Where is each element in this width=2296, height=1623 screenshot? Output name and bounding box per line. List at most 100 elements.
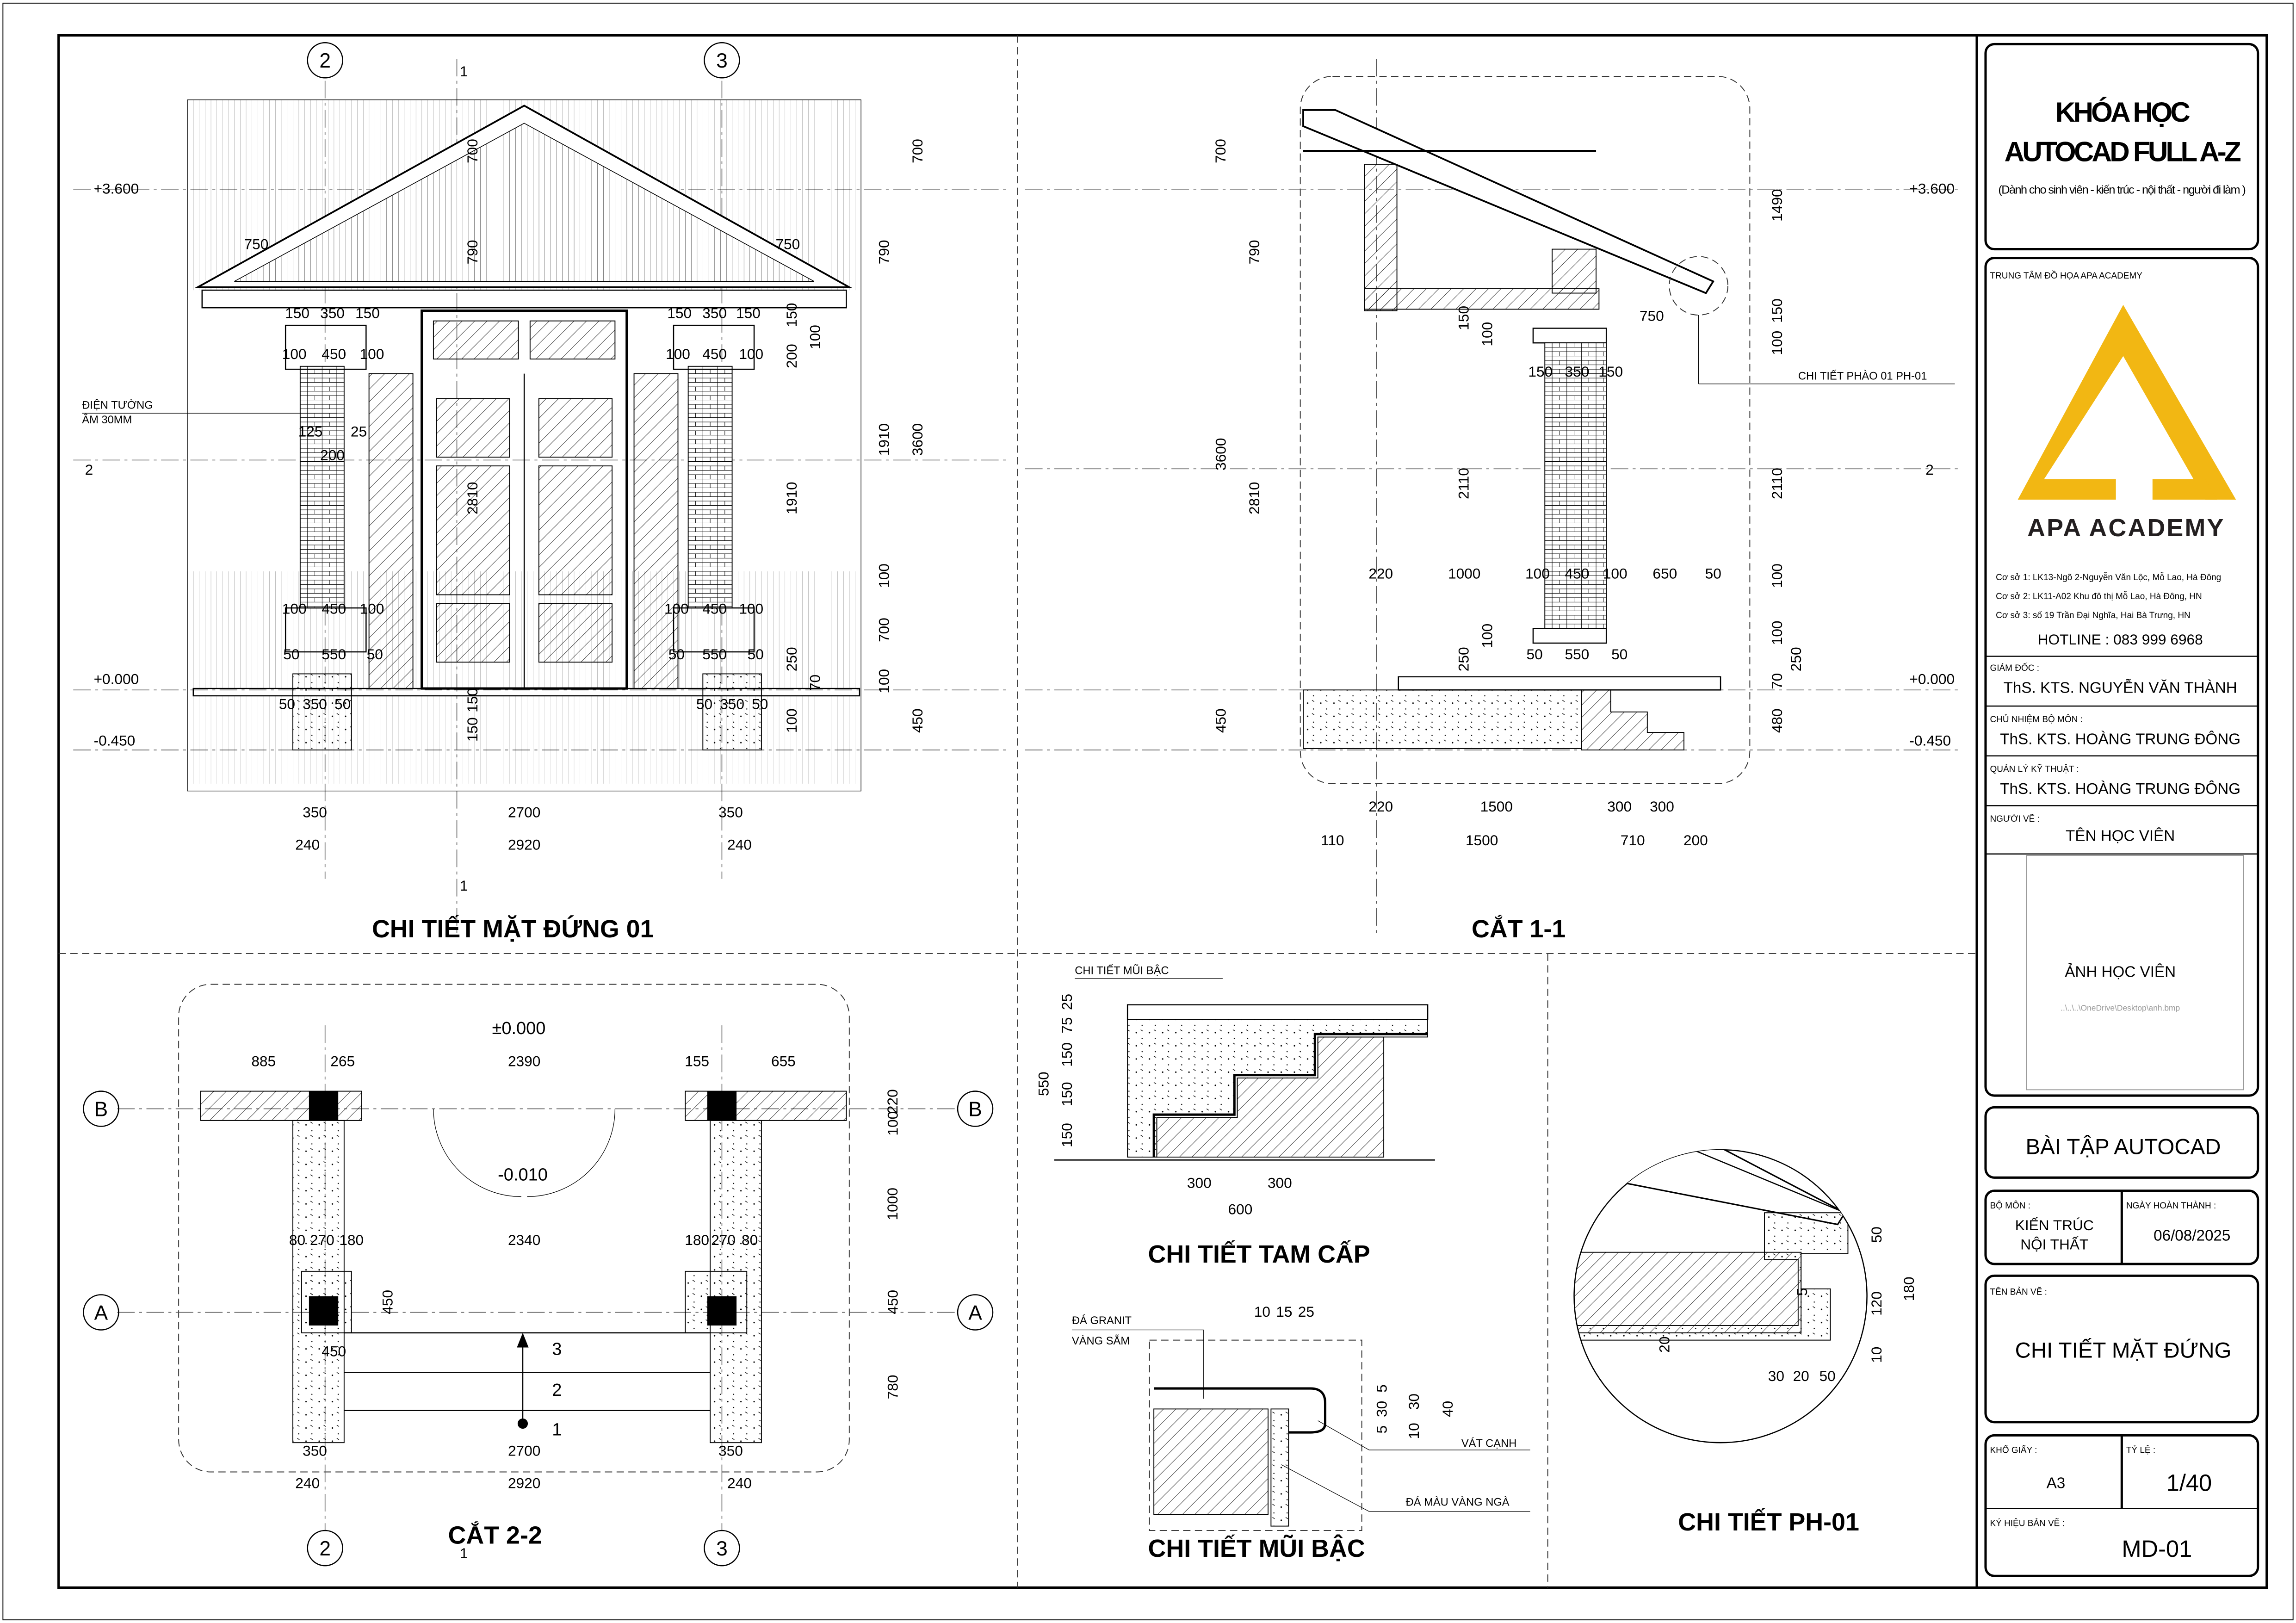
wall-note: ĐIỆN TƯỜNG (82, 399, 153, 412)
dimension-label: 180 (339, 1232, 364, 1248)
dimension-label: 50 (1819, 1368, 1836, 1384)
dimension-label: 100 (1479, 322, 1495, 347)
dimension-label: 700 (464, 139, 481, 163)
dimension-label: 150 (1058, 1042, 1075, 1067)
student-photo-placeholder: ẢNH HỌC VIÊN (2065, 963, 2176, 981)
step-number: 2 (552, 1381, 562, 1400)
dimension-label: 100 (1479, 624, 1495, 648)
dimension-label: 150 (1058, 1123, 1075, 1147)
dimension-label: 655 (771, 1053, 796, 1070)
dimension-label: 30 (1405, 1394, 1422, 1410)
section-mark: 1 (460, 63, 468, 80)
dimension-label: 100 (1603, 565, 1628, 582)
dimension-label: 450 (322, 601, 346, 617)
dimension-label: 30 (1768, 1368, 1784, 1384)
dimension-label: 2920 (508, 836, 540, 853)
grid-bubble: 3 (716, 1537, 728, 1560)
dimension-label: 150 (783, 303, 800, 328)
grid-bubble: A (968, 1301, 982, 1324)
dimension-label: 480 (1769, 708, 1785, 733)
dimension-label: 100 (1525, 565, 1550, 582)
dimension-label: 750 (1640, 308, 1664, 324)
dimension-label: 100 (806, 325, 823, 349)
material-label: ĐÁ MÀU VÀNG NGÀ (1406, 1496, 1510, 1508)
dimension-label: 50 (279, 695, 295, 712)
grid-bubble: B (94, 1098, 108, 1121)
dimension-label: 300 (1650, 798, 1674, 815)
dimension-label: 710 (1621, 832, 1645, 849)
dimension-label: 100 (360, 601, 384, 617)
dimension-label: 70 (806, 675, 823, 691)
dimension-label: 100 (282, 346, 307, 362)
dimension-label: 100 (1769, 564, 1785, 588)
subject: NỘI THẤT (2020, 1236, 2088, 1252)
dimension-label: 80 (289, 1232, 305, 1248)
dimension-label: 100 (739, 346, 763, 362)
view-title: CHI TIẾT PH-01 (1678, 1508, 1859, 1536)
view-title: CHI TIẾT TAM CẤP (1148, 1240, 1370, 1268)
dimension-label: 100 (360, 346, 384, 362)
dimension-label: 650 (1652, 565, 1677, 582)
assignment-title: BÀI TẬP AUTOCAD (2025, 1135, 2221, 1159)
material-label: VÁT CẠNH (1461, 1437, 1517, 1450)
dimension-label: 240 (727, 1474, 752, 1491)
dimension-label: 450 (322, 1343, 346, 1359)
dimension-label: 240 (727, 836, 752, 853)
section-mark: 1 (460, 1545, 468, 1561)
dimension-label: 240 (295, 1474, 320, 1491)
course-title: AUTOCAD FULL A-Z (2005, 136, 2240, 167)
dimension-label: 200 (320, 446, 345, 463)
dimension-label: 1490 (1769, 189, 1785, 221)
dimension-label: 150 (1528, 363, 1553, 380)
course-subtitle: (Dành cho sinh viên - kiến trúc - nội th… (1998, 183, 2245, 196)
dimension-label: 120 (1868, 1291, 1885, 1316)
field-label: BỘ MÔN : (1990, 1201, 2030, 1211)
dimension-label: 2810 (1246, 482, 1262, 514)
dimension-label: 100 (664, 601, 689, 617)
dimension-label: 1910 (783, 482, 800, 514)
dimension-label: 350 (718, 1443, 743, 1459)
subject: KIẾN TRÚC (2015, 1217, 2094, 1233)
dimension-label: 150 (355, 304, 380, 321)
dimension-label: 100 (282, 601, 307, 617)
field-label: NGÀY HOÀN THÀNH : (2126, 1201, 2216, 1211)
dimension-label: 250 (783, 647, 800, 671)
field-label: TÊN BẢN VẼ : (1990, 1287, 2047, 1297)
sheet-code: MD-01 (2122, 1536, 2192, 1562)
dimension-label: 3600 (1212, 438, 1229, 471)
dimension-label: 2110 (1455, 468, 1472, 499)
dimension-label: 180 (685, 1232, 709, 1248)
sheet-name: CHI TIẾT MẶT ĐỨNG (2015, 1338, 2232, 1363)
dimension-label: 250 (1455, 647, 1472, 671)
director-name: ThS. KTS. NGUYỄN VĂN THÀNH (2004, 679, 2237, 697)
dimension-label: 550 (1565, 646, 1589, 663)
dimension-label: 10 (1254, 1303, 1270, 1320)
step-number: 1 (552, 1420, 562, 1439)
drawer-name: TÊN HỌC VIÊN (2066, 827, 2175, 844)
dimension-label: 300 (1268, 1174, 1292, 1191)
dimension-label: 10 (1868, 1347, 1885, 1363)
dimension-label: 100 (783, 708, 800, 733)
dimension-label: 5 (1373, 1384, 1390, 1393)
dimension-label: 10 (1405, 1423, 1422, 1439)
dimension-label: 50 (748, 646, 764, 663)
level-label: +0.000 (1909, 671, 1955, 688)
dimension-label: 100 (884, 1111, 901, 1136)
dimension-label: 50 (1868, 1227, 1885, 1243)
dimension-label: 350 (718, 804, 743, 821)
level-label: -0.450 (94, 732, 136, 749)
dimension-label: 350 (1565, 363, 1589, 380)
dimension-label: 350 (720, 695, 744, 712)
dimension-label: 350 (303, 1443, 327, 1459)
course-title: KHÓA HỌC (2055, 97, 2190, 128)
dimension-label: 50 (1527, 646, 1543, 663)
dimension-label: 1000 (884, 1188, 901, 1220)
view-title: CHI TIẾT MẶT ĐỨNG 01 (372, 915, 654, 943)
dimension-label: 150 (736, 304, 761, 321)
field-label: GIÁM ĐỐC : (1990, 663, 2039, 673)
dimension-label: 550 (1035, 1072, 1052, 1096)
dimension-label: 75 (1058, 1017, 1075, 1034)
cornice-detail-view: CHI TIẾT PH-01 (1573, 1149, 1868, 1536)
dimension-label: 450 (322, 346, 346, 362)
field-label: QUẢN LÝ KỸ THUẬT : (1990, 764, 2079, 774)
